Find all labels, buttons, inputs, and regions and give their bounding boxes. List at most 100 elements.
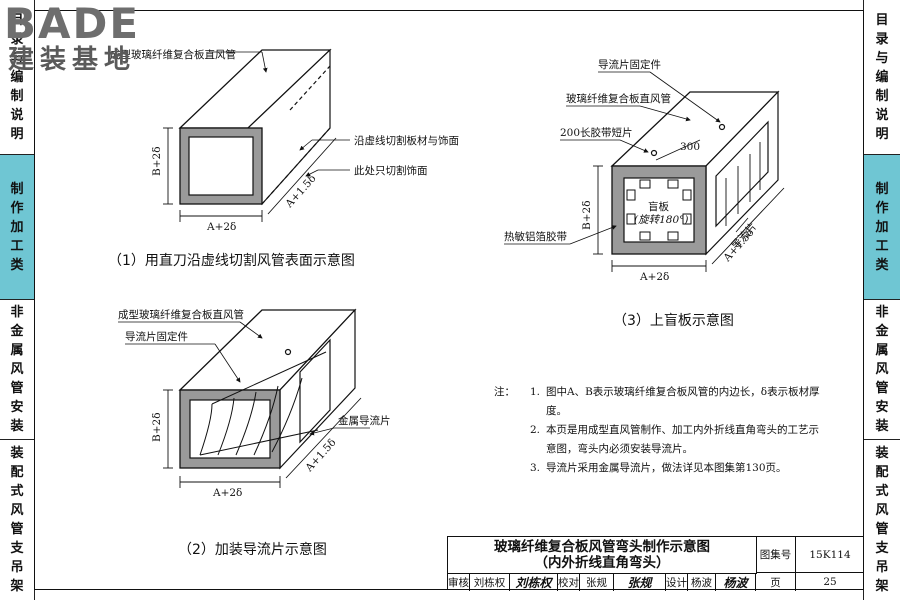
fig1-front-inner [188,136,254,196]
sidebar-char: 架 [875,579,889,594]
brand-logo-subtitle: 建装基地 [8,45,137,75]
fig1-label-top: 成型玻璃纤维复合板直风管 [110,48,236,61]
sidebar-char: 装 [875,446,889,461]
sidebar-item-support-right[interactable]: 装配式风管支吊架 [864,440,900,600]
sidebar-item-contents[interactable]: 目录与编制说明 [0,0,34,155]
fig3-label-foil: 热敏铝箔胶带 [504,230,567,243]
sidebar-char: 装 [10,419,24,434]
fig3-label-tape: 200长胶带短片 [560,126,633,139]
sidebar-char: 加 [875,219,889,235]
sidebar-char: 管 [10,522,24,537]
sidebar-char: 编 [10,69,24,85]
fig1-caption: （1）用直刀沿虚线切割风管表面示意图 [108,252,355,269]
sidebar-char: 制 [875,181,889,197]
sidebar-char: 编 [875,69,889,85]
signature-row: 审核 刘栋权 刘栋权 校对 张规 张规 设计 杨波 杨波 页 25 [448,573,864,591]
brand-logo: BADE 建装基地 [4,0,141,75]
fig2-vanes [199,351,327,456]
sidebar-char: 非 [10,305,24,320]
fig3-vanes [725,142,761,226]
sidebar-char: 作 [10,200,24,216]
sidebar-char: 管 [875,381,889,396]
sidebar-char: 工 [875,238,889,254]
sidebar-item-nonmetal-duct[interactable]: 非金属风管安装 [0,300,34,440]
design-label: 设计 [666,573,688,591]
sidebar-char: 风 [10,362,24,377]
sidebar-char: 式 [875,484,889,499]
review-label: 审核 [448,573,470,591]
note-number: 2. [530,424,541,436]
sidebar-char: 类 [10,257,24,273]
sidebar-char: 装 [875,419,889,434]
sidebar-char: 非 [875,305,889,320]
sidebar-char: 吊 [10,560,24,575]
sidebar-char: 配 [10,465,24,480]
fig3-side-opening [715,120,769,228]
fig2-label-vane: 金属导流片 [338,414,391,427]
drawing-title-line2: （内外折线直角弯头） [534,555,670,571]
page-label: 页 [756,573,796,591]
sidebar-item-support[interactable]: 装配式风管支吊架 [0,440,34,600]
fig2-fixing-mark [284,348,292,356]
fig3-label-spacing: 300 [680,141,700,153]
atlas-label: 图集号 [756,537,796,573]
sidebar-char: 支 [875,541,889,556]
page-number: 25 [823,576,837,588]
fig3-label-blind-rotate: (旋转180°) [634,214,688,226]
sidebar-item-contents-right[interactable]: 目录与编制说明 [864,0,900,155]
sidebar-item-nonmetal-duct-right[interactable]: 非金属风管安装 [864,300,900,440]
sidebar-char: 金 [875,324,889,339]
reviewer-signature: 刘栋权 [510,573,558,591]
note-number: 1. [530,386,541,398]
sidebar-char: 吊 [875,560,889,575]
fig1-dim-width: A+2δ [206,221,236,233]
fig3-label-blind: 盲板 [648,200,669,213]
fig3-fixing-mark [718,123,726,131]
sidebar-char: 配 [875,465,889,480]
sidebar-char: 作 [875,200,889,216]
sidebar-char: 目 [10,12,24,28]
drawing-title-line1: 玻璃纤维复合板风管弯头制作示意图 [494,539,710,555]
drawing-frame [34,10,864,590]
fig3-dim-height: B+2δ [581,200,593,230]
checker-signature: 张规 [614,573,666,591]
fig3-label-fix: 导流片固定件 [598,58,661,71]
figure-1-straight-duct [163,48,350,222]
fig2-dim-depth: A+1.5δ [303,437,339,475]
atlas-number: 15K114 [796,537,864,573]
note-text: 导流片采用金属导流片，做法详见本图集第130页。 [546,462,787,474]
fig1-dim-height: B+2δ [151,146,163,176]
fig3-tape-mark [650,149,658,157]
fig3-blind-plate-inner [623,177,695,243]
reviewer-name: 刘栋权 [470,573,510,591]
sidebar-char: 制 [875,88,889,104]
notes-prefix: 注： [494,386,515,398]
sidebar-char: 制 [10,88,24,104]
fig2-open-corner [299,338,331,444]
sidebar-char: 式 [10,484,24,499]
fig1-dashed-cut-2 [289,65,331,111]
fig2-label-fix: 导流片固定件 [125,330,188,343]
sidebar-char: 金 [10,324,24,339]
fig2-caption: （2）加装导流片示意图 [178,541,327,558]
sidebar-char: 明 [875,126,889,142]
sidebar-char: 安 [10,400,24,415]
sidebar-char: 录 [10,31,24,47]
brand-logo-text: BADE [4,0,141,48]
designer-name: 杨波 [688,573,716,591]
figure-2-vanes [118,308,370,488]
figure-3-blind-plate [504,71,785,272]
notes-block: 注： 1. 图中A、B表示玻璃纤维复合板风管的内边长，δ表示板材厚度。 2. 本… [494,383,824,478]
sidebar-char: 说 [10,107,24,123]
note-number: 3. [530,462,541,474]
sidebar-item-fabrication-right[interactable]: 制作加工类 [864,155,900,300]
sidebar-item-fabrication[interactable]: 制作加工类 [0,155,34,300]
fig1-label-cut: 沿虚线切割板材与饰面 [354,134,459,147]
fig1-label-face: 此处只切割饰面 [354,164,428,177]
sidebar-char: 管 [875,522,889,537]
title-block: 玻璃纤维复合板风管弯头制作示意图 （内外折线直角弯头） 图集号 15K114 审… [447,536,864,591]
sidebar-char: 装 [10,446,24,461]
drawing-title: 玻璃纤维复合板风管弯头制作示意图 （内外折线直角弯头） [448,537,757,574]
sidebar-char: 工 [10,238,24,254]
